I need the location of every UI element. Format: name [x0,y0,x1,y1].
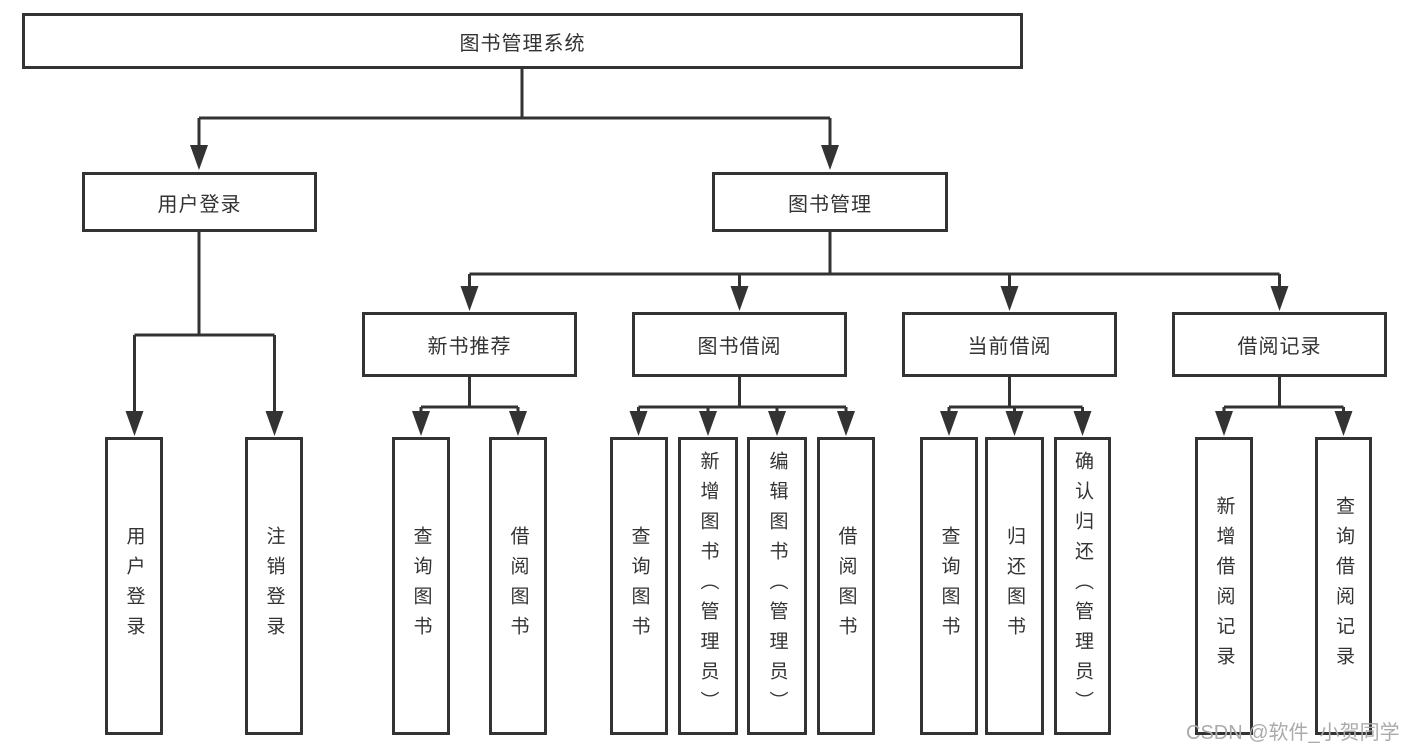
node-label: 新增借阅记录 [1213,496,1235,676]
leaf-query-books: 查询图书 [920,437,978,735]
node-label: 新增图书（管理员） [697,451,719,721]
node-label: 图书借阅 [697,336,782,358]
leaf-confirm-return-admin: 确认归还（管理员） [1054,437,1111,735]
node-label: 当前借阅 [967,336,1052,358]
node-label: 归还图书 [1004,526,1025,646]
node-new-book-recommend: 新书推荐 [362,312,577,377]
leaf-borrow-books: 借阅图书 [489,437,547,735]
node-label: 借阅记录 [1237,336,1322,358]
leaf-return-books: 归还图书 [985,437,1044,735]
leaf-edit-books-admin: 编辑图书（管理员） [747,437,807,735]
leaf-borrow-books: 借阅图书 [817,437,875,735]
node-label: 图书管理 [788,193,872,216]
node-current-borrow: 当前借阅 [902,312,1117,377]
leaf-add-books-admin: 新增图书（管理员） [678,437,738,735]
node-label: 用户登录 [157,193,242,216]
node-label: 借阅图书 [507,526,529,646]
node-label: 新书推荐 [427,336,512,358]
node-borrow-records: 借阅记录 [1172,312,1387,377]
leaf-user-login: 用户登录 [105,437,163,735]
leaf-query-borrow-record: 查询借阅记录 [1315,437,1372,735]
leaf-query-books: 查询图书 [392,437,450,735]
node-label: 图书管理系统 [459,32,586,55]
node-library-management-system: 图书管理系统 [22,13,1023,69]
node-label: 查询图书 [938,526,960,646]
node-book-borrow: 图书借阅 [632,312,847,377]
node-label: 编辑图书（管理员） [766,451,788,721]
node-book-management: 图书管理 [712,172,948,232]
leaf-logout: 注销登录 [245,437,303,735]
node-label: 查询图书 [410,526,432,646]
leaf-query-books: 查询图书 [610,437,668,735]
csdn-watermark: CSDN @软件_小贺同学 [1186,722,1400,744]
node-label: 借阅图书 [835,526,857,646]
arrowheads [125,145,1353,436]
node-label: 确认归还（管理员） [1072,451,1093,721]
node-label: 查询借阅记录 [1333,496,1354,676]
node-label: 注销登录 [263,526,285,646]
node-user-login: 用户登录 [82,172,317,232]
leaf-add-borrow-record: 新增借阅记录 [1195,437,1253,735]
node-label: 用户登录 [123,526,145,646]
node-label: 查询图书 [628,526,650,646]
